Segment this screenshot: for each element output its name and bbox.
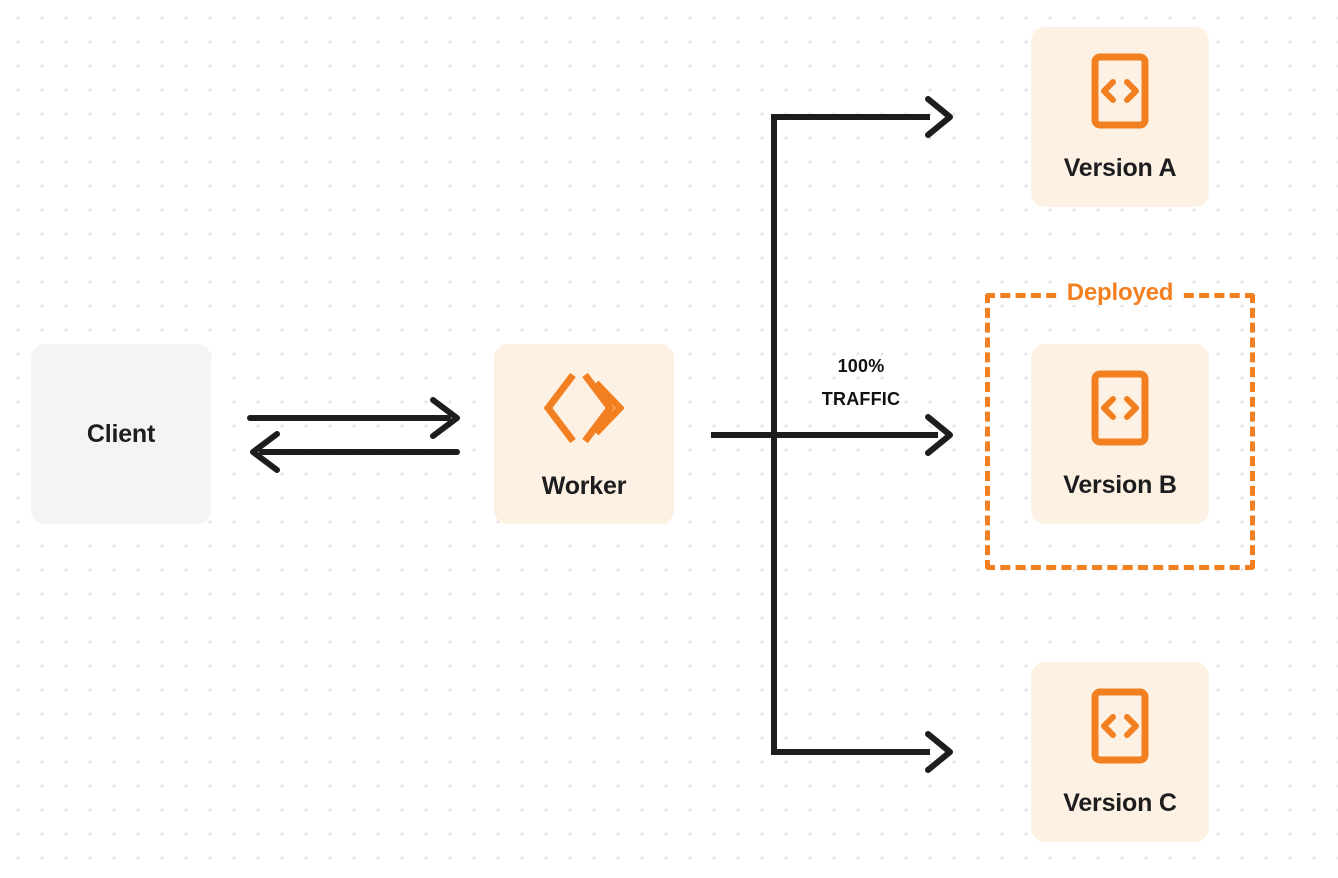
node-client[interactable]: Client	[31, 344, 211, 524]
traffic-label: 100% TRAFFIC	[788, 350, 934, 417]
version-b-label: Version B	[1063, 471, 1177, 499]
code-file-icon	[1091, 53, 1149, 134]
cloudflare-workers-logo-icon	[543, 369, 625, 452]
node-version-b[interactable]: Version B	[1031, 344, 1209, 524]
node-version-c[interactable]: Version C	[1031, 662, 1209, 842]
arrow-trunk-branches	[771, 96, 953, 773]
code-file-icon	[1091, 688, 1149, 769]
worker-label: Worker	[541, 472, 627, 500]
version-c-label: Version C	[1063, 789, 1177, 817]
traffic-percent: 100%	[837, 356, 885, 376]
arrow-worker-to-client	[250, 431, 460, 473]
arrow-worker-to-version-b	[711, 414, 953, 456]
client-label: Client	[86, 419, 156, 448]
traffic-unit: TRAFFIC	[821, 389, 901, 410]
code-file-icon	[1091, 370, 1149, 451]
arrow-client-to-worker	[247, 397, 460, 439]
node-worker[interactable]: Worker	[494, 344, 674, 524]
node-version-a[interactable]: Version A	[1031, 27, 1209, 207]
version-a-label: Version A	[1063, 154, 1177, 182]
deployed-group-label: Deployed	[1056, 281, 1184, 305]
deployed-group: Deployed	[985, 281, 1255, 570]
